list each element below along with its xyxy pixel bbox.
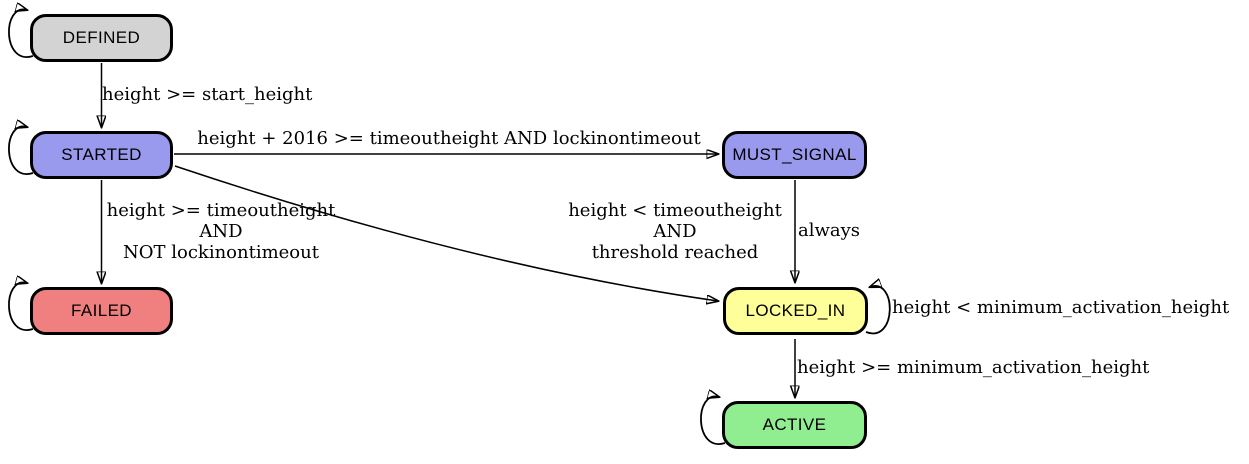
state-node-must-signal: MUST_SIGNAL bbox=[722, 131, 867, 179]
edge-label-started-to-failed: height >= timeoutheight AND NOT lockinon… bbox=[106, 200, 336, 263]
self-loop-failed-arrow bbox=[8, 282, 34, 331]
self-loop-active-arrow bbox=[700, 396, 726, 445]
self-loop-lockedin-arrow bbox=[865, 286, 891, 335]
state-label-failed: FAILED bbox=[71, 301, 132, 320]
state-label-must-signal: MUST_SIGNAL bbox=[732, 145, 857, 164]
state-label-locked-in: LOCKED_IN bbox=[745, 301, 846, 320]
self-loop-started-arrow bbox=[8, 126, 34, 175]
edge-label-defined-to-started: height >= start_height bbox=[102, 84, 313, 105]
state-node-defined: DEFINED bbox=[30, 14, 173, 62]
state-node-active: ACTIVE bbox=[722, 401, 867, 449]
state-node-started: STARTED bbox=[30, 131, 173, 179]
state-label-defined: DEFINED bbox=[62, 28, 141, 47]
edge-label-started-to-must-signal: height + 2016 >= timeoutheight AND locki… bbox=[197, 128, 701, 149]
state-node-locked-in: LOCKED_IN bbox=[723, 287, 868, 335]
state-node-failed: FAILED bbox=[30, 287, 173, 335]
edge-label-locked-in-to-active: height >= minimum_activation_height bbox=[797, 357, 1150, 378]
edge-label-locked-in-self-loop: height < minimum_activation_height bbox=[892, 297, 1230, 318]
edge-label-started-to-locked-in: height < timeoutheight AND threshold rea… bbox=[568, 200, 782, 263]
state-label-active: ACTIVE bbox=[762, 415, 827, 434]
edge-label-must-signal-to-locked-in: always bbox=[798, 220, 861, 241]
edge-started-to-lockedin-arrow bbox=[174, 165, 718, 301]
self-loop-defined-arrow bbox=[8, 9, 34, 58]
state-label-started: STARTED bbox=[61, 145, 142, 164]
